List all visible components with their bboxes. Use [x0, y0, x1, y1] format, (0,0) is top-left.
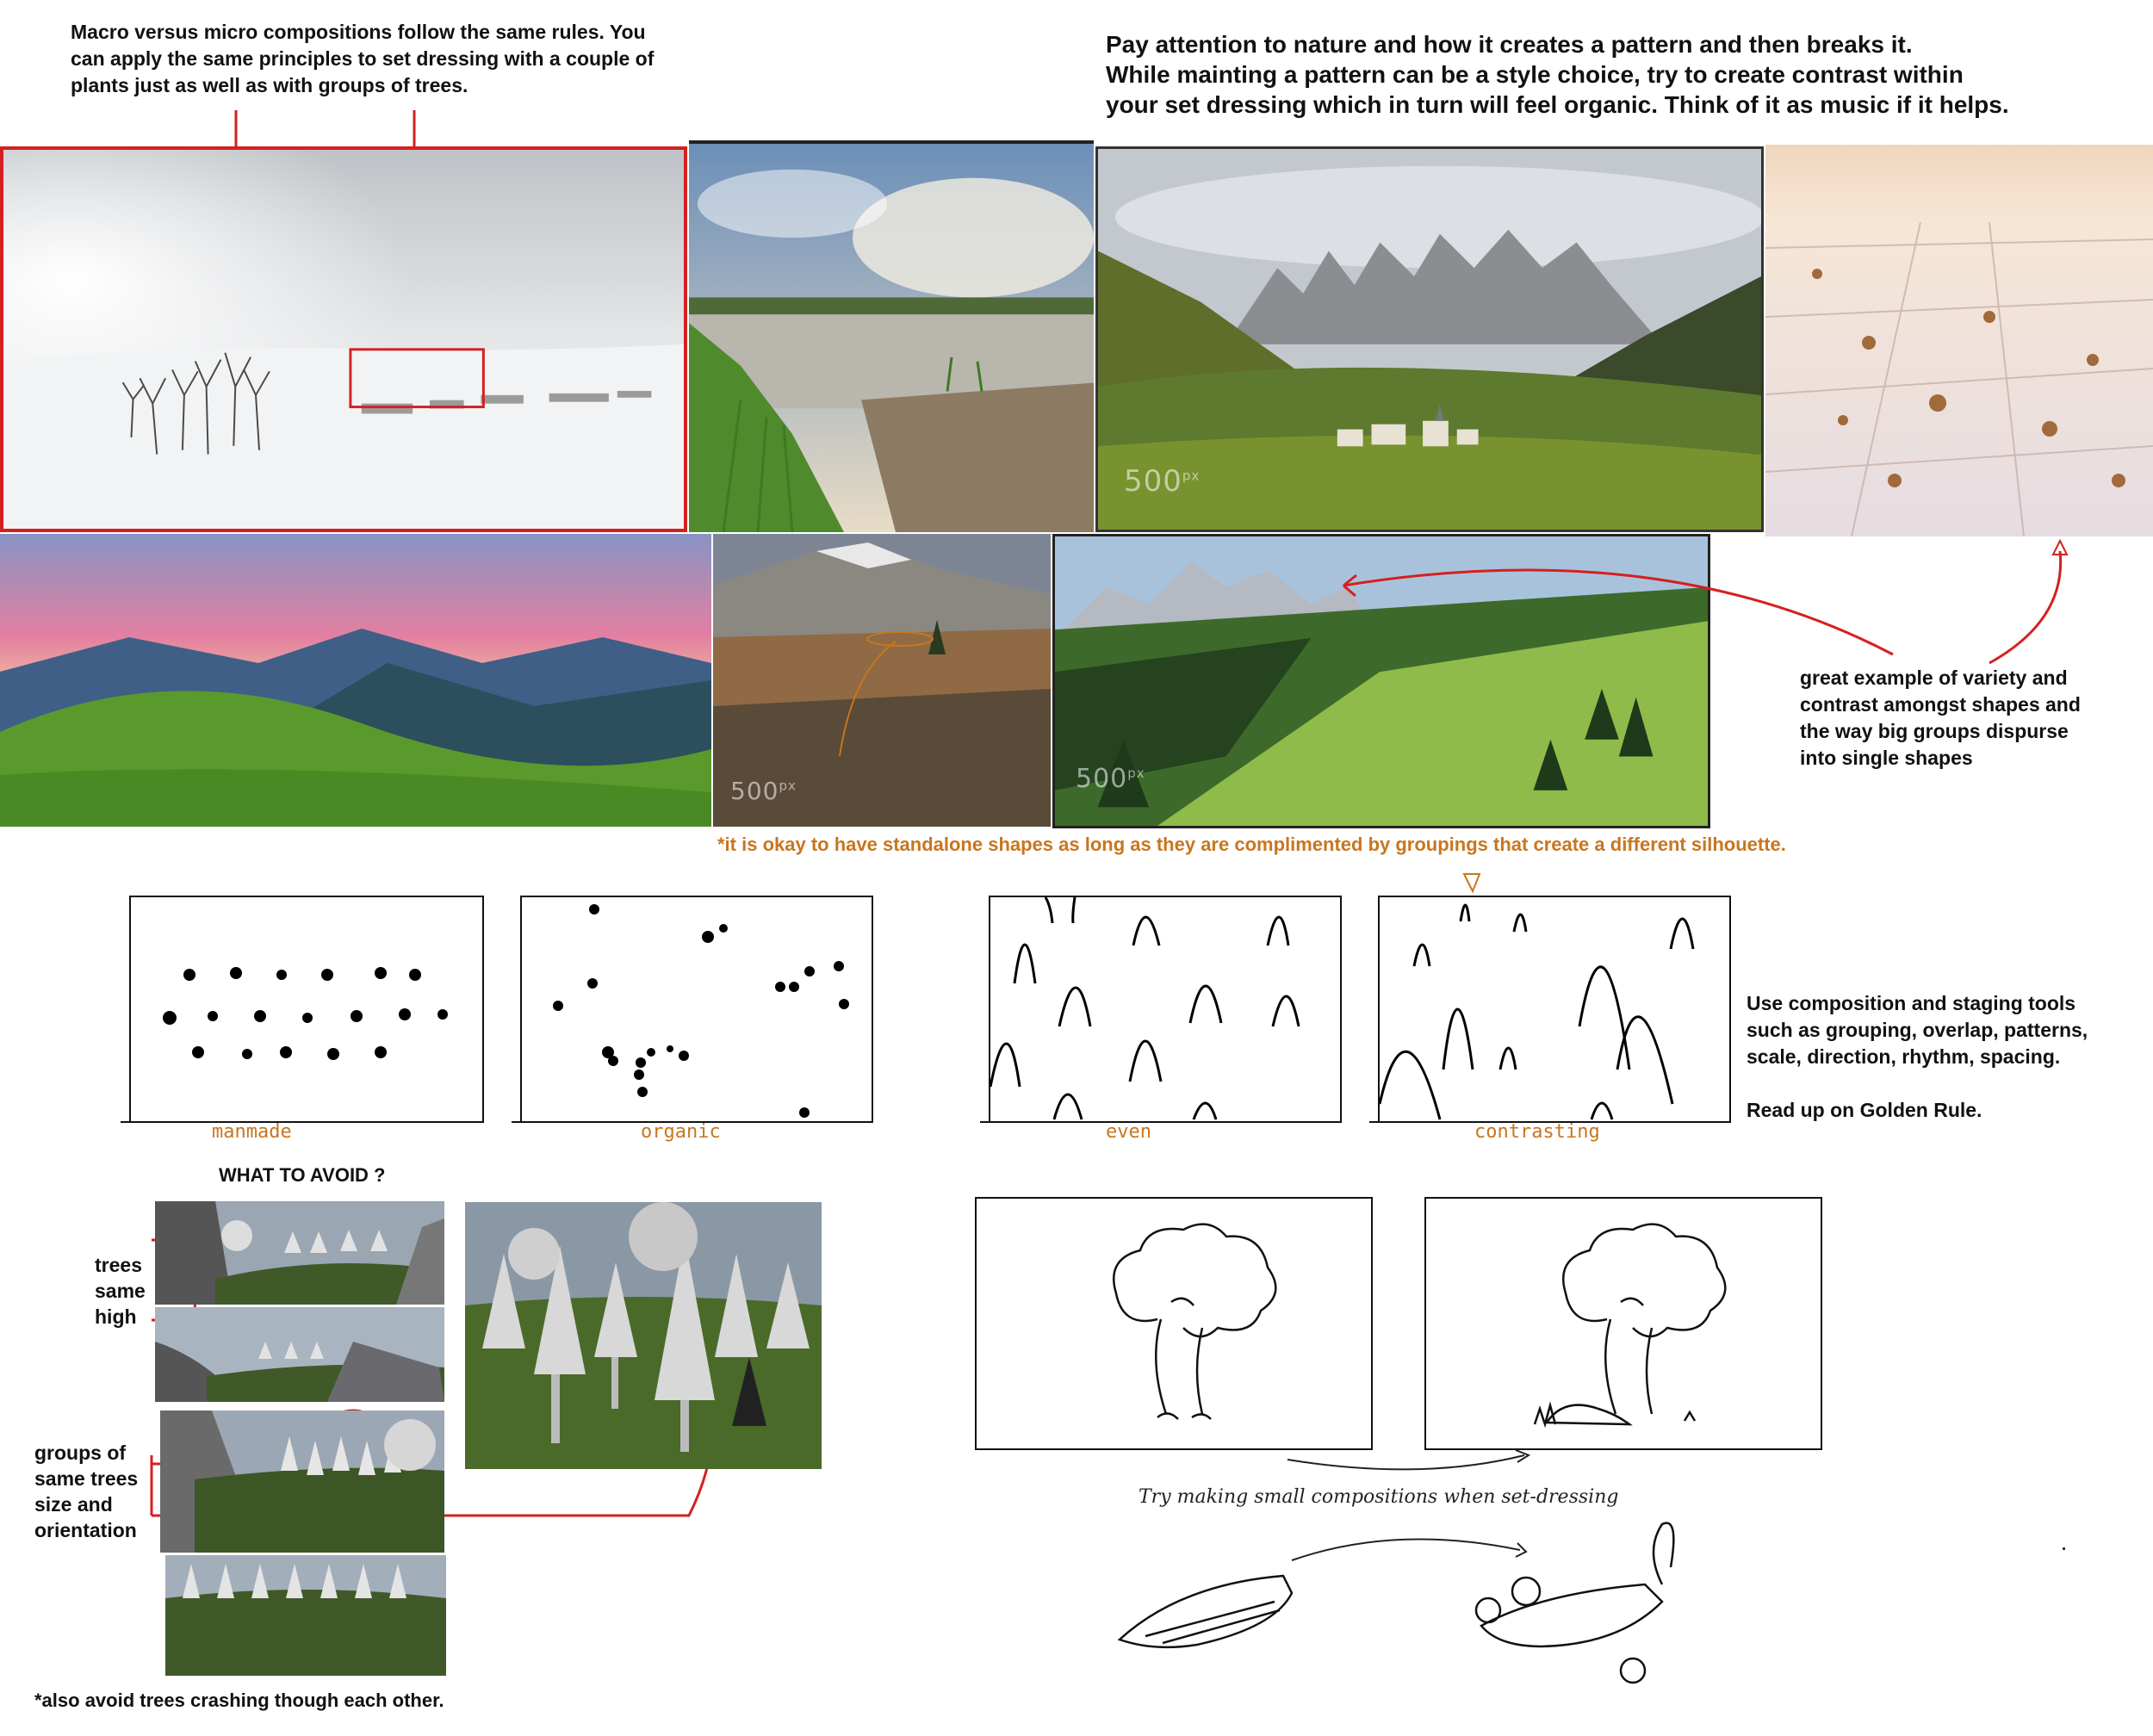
contrasting-label: contrasting [1474, 1121, 1600, 1143]
tools-line-3: scale, direction, rhythm, spacing. [1747, 1045, 2061, 1068]
watermark-500px-2: 500px [730, 777, 797, 805]
render-thumb-1 [155, 1201, 444, 1305]
pattern-note-line-1: Pay attention to nature and how it creat… [1106, 31, 1913, 58]
tree-sketch-plain [975, 1197, 1373, 1450]
autumn-meadow-photo: 500px [713, 534, 1051, 827]
what-to-avoid-heading: WHAT TO AVOID ? [219, 1164, 386, 1186]
stray-dot [2063, 1547, 2065, 1550]
marsh-lake-photo [689, 140, 1094, 532]
snow-trees-photo [0, 146, 687, 532]
tree-sketch-dressed [1424, 1197, 1822, 1450]
sunset-hills-photo [0, 534, 711, 827]
rock-sketches [1117, 1522, 1675, 1684]
organic-baseline [512, 1121, 873, 1123]
tools-line-2: such as grouping, overlap, patterns, [1747, 1019, 2088, 1041]
contrasting-cones-sketch [1378, 896, 1731, 1121]
even-label: even [1106, 1121, 1151, 1143]
variety-note: great example of variety and contrast am… [1800, 666, 2081, 769]
macro-micro-note: Macro versus micro compositions follow t… [71, 21, 655, 96]
render-thumb-4 [165, 1555, 446, 1676]
organic-label: organic [641, 1121, 721, 1143]
contrasting-baseline [1369, 1121, 1731, 1123]
pattern-note-line-2: While mainting a pattern can be a style … [1106, 61, 1964, 88]
try-small-compositions-note: Try making small compositions when set-d… [1139, 1486, 1619, 1508]
standalone-shapes-note: *it is okay to have standalone shapes as… [717, 834, 1786, 855]
snowy-fields-aerial-photo [1765, 145, 2153, 536]
dolomites-village-photo: 500px [1095, 146, 1764, 532]
render-forest-large [465, 1202, 822, 1469]
even-baseline [980, 1121, 1342, 1123]
groups-same-trees-note: groups of same trees size and orientatio… [34, 1442, 139, 1541]
manmade-dots-sketch [129, 896, 484, 1121]
render-thumb-2 [155, 1307, 444, 1402]
golden-rule-note: Read up on Golden Rule. [1747, 1099, 1982, 1121]
alpine-pine-valley-photo: 500px [1052, 534, 1710, 828]
even-cones-sketch [989, 896, 1342, 1121]
render-thumb-3 [160, 1410, 444, 1553]
trees-same-high-note: trees same high [95, 1254, 146, 1328]
pattern-note-line-3: your set dressing which in turn will fee… [1106, 91, 2009, 118]
staging-tools-note: Use composition and staging tools such a… [1747, 990, 2143, 1124]
organic-dots-sketch [520, 896, 873, 1121]
avoid-crashing-note: *also avoid trees crashing though each o… [34, 1690, 444, 1711]
manmade-baseline [121, 1121, 484, 1123]
pattern-note: Pay attention to nature and how it creat… [1106, 29, 2139, 120]
watermark-500px-3: 500px [1076, 764, 1145, 794]
manmade-label: manmade [212, 1121, 292, 1143]
watermark-500px-1: 500px [1124, 464, 1201, 499]
tools-line-1: Use composition and staging tools [1747, 992, 2076, 1014]
